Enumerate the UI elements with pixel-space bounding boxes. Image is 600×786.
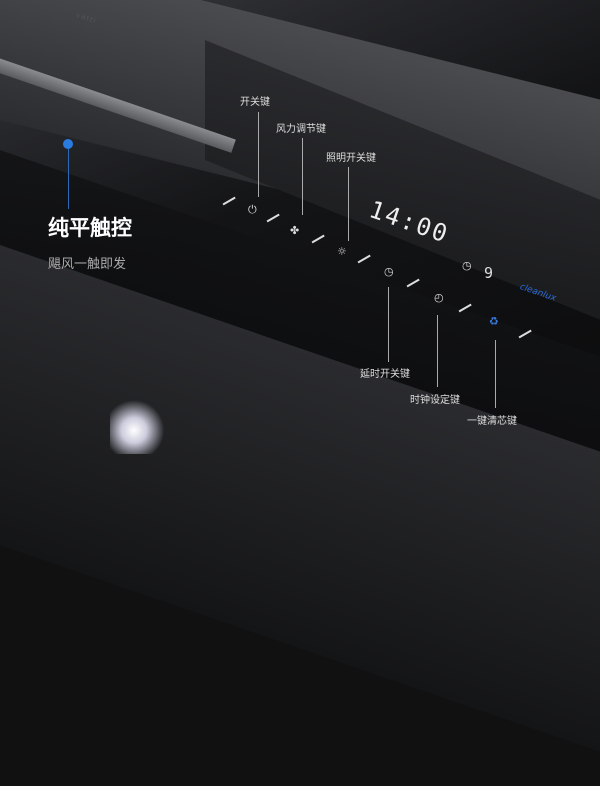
timer-icon[interactable]: ◴ <box>434 291 444 304</box>
clean-icon[interactable]: ♻ <box>489 315 499 328</box>
light-icon[interactable]: ☼ <box>337 245 347 258</box>
pointer-line <box>437 315 438 387</box>
label-light: 照明开关键 <box>326 153 376 164</box>
pointer-line <box>348 167 349 241</box>
feature-title: 纯平触控 <box>48 216 132 240</box>
level-digit: 9 <box>484 264 494 282</box>
clock-icon[interactable]: ◷ <box>462 259 472 272</box>
feature-dot <box>63 139 73 149</box>
water-splash <box>110 395 170 454</box>
feature-subtitle: 飓风一触即发 <box>48 257 127 272</box>
power-icon[interactable]: ⏻ <box>248 203 257 216</box>
pointer-line <box>302 138 303 215</box>
feature-line <box>67 149 69 209</box>
label-power: 开关键 <box>240 97 270 108</box>
pointer-line <box>258 112 259 197</box>
fan-icon[interactable]: ✤ <box>290 224 300 237</box>
label-clock-set: 时钟设定键 <box>410 395 460 406</box>
label-delay: 延时开关键 <box>360 369 410 380</box>
delay-icon[interactable]: ◷ <box>384 265 394 278</box>
pointer-line <box>495 340 496 408</box>
label-fan: 风力调节键 <box>276 124 326 135</box>
label-clean: 一键清芯键 <box>467 416 517 427</box>
pointer-line <box>388 287 389 362</box>
